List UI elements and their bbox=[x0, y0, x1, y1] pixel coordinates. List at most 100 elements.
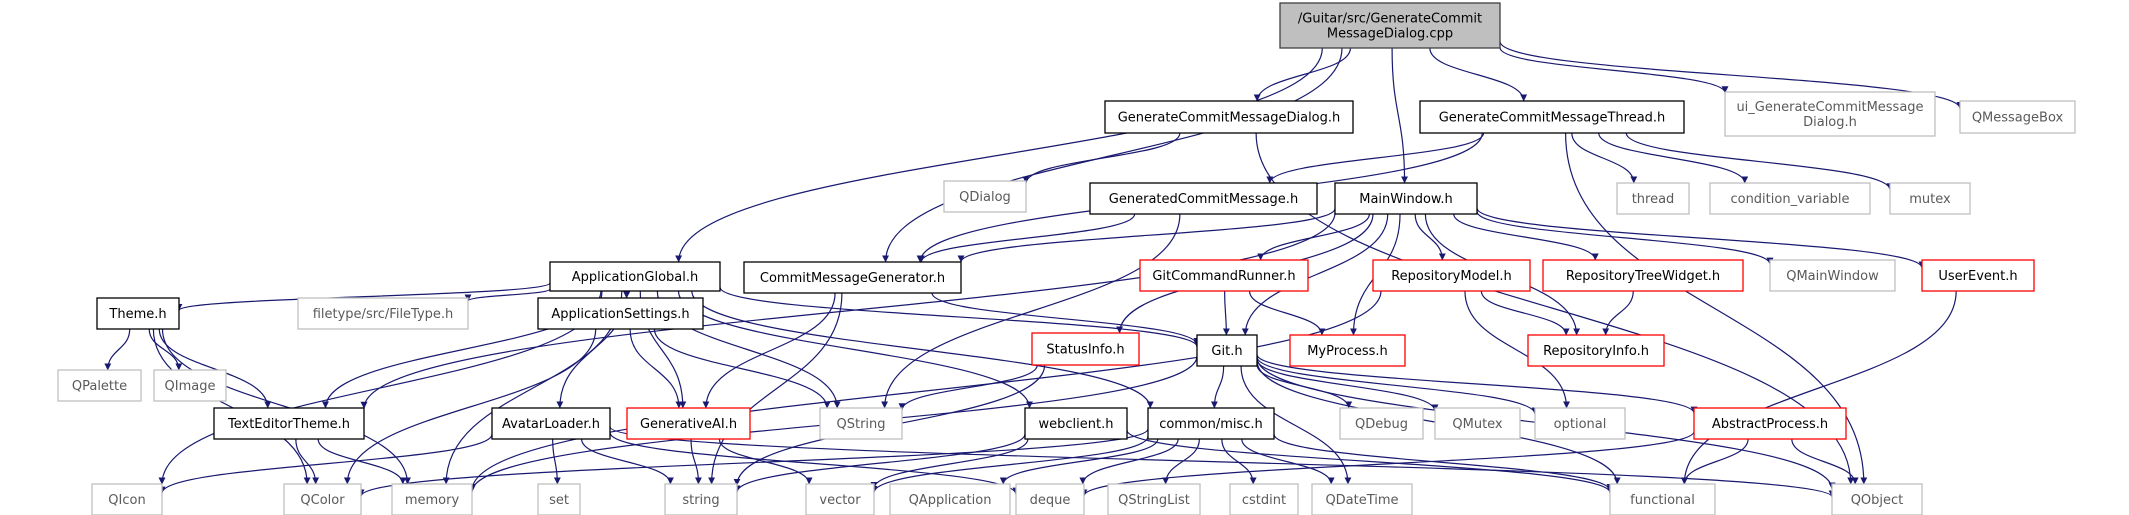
edge-misc_h-to-cstdint bbox=[1221, 438, 1257, 485]
node-gitcmdrunner_h[interactable]: GitCommandRunner.h bbox=[1139, 259, 1309, 292]
node-label-repomodel_h: RepositoryModel.h bbox=[1391, 269, 1512, 284]
node-qimage: QImage bbox=[153, 369, 227, 402]
node-box-qobject bbox=[1831, 483, 1923, 515]
node-mainwindow_h[interactable]: MainWindow.h bbox=[1334, 182, 1478, 215]
edge-repomodel_h-to-memory bbox=[468, 290, 1382, 492]
edge-mainwindow_h-to-gitcmdrunner_h bbox=[1257, 213, 1370, 261]
node-webclient_h[interactable]: webclient.h bbox=[1024, 407, 1128, 440]
edge-gcmt_h-to-condvar bbox=[1598, 132, 1749, 184]
node-ui_gcmd: ui_GenerateCommitMessageDialog.h bbox=[1724, 91, 1936, 137]
node-label-memory: memory bbox=[405, 493, 460, 508]
node-statusinfo_h[interactable]: StatusInfo.h bbox=[1031, 332, 1140, 366]
edge-generativeai_h-to-string bbox=[690, 438, 702, 485]
node-qmessagebox: QMessageBox bbox=[1959, 100, 2076, 134]
node-box-vector bbox=[805, 483, 875, 515]
node-label-qdebug: QDebug bbox=[1355, 417, 1408, 432]
node-gencm_h[interactable]: GeneratedCommitMessage.h bbox=[1089, 182, 1318, 215]
node-appsettings_h[interactable]: ApplicationSettings.h bbox=[537, 297, 704, 330]
node-box-misc_h bbox=[1147, 407, 1275, 440]
node-label-qpalette: QPalette bbox=[72, 379, 127, 394]
nodes-layer: /Guitar/src/GenerateCommitMessageDialog.… bbox=[57, 2, 2076, 515]
node-condvar: condition_variable bbox=[1709, 182, 1871, 215]
node-misc_h[interactable]: common/misc.h bbox=[1147, 407, 1275, 440]
edge-webclient_h-to-functional bbox=[1126, 429, 1614, 494]
node-label-functional: functional bbox=[1630, 493, 1695, 508]
node-gcmt_h[interactable]: GenerateCommitMessageThread.h bbox=[1419, 100, 1685, 134]
node-avatarloader_h[interactable]: AvatarLoader.h bbox=[491, 407, 611, 440]
edge-appsettings_h-to-generativeai_h bbox=[629, 328, 683, 409]
node-box-ui_gcmd bbox=[1724, 91, 1936, 137]
node-label-qmainwindow: QMainWindow bbox=[1786, 269, 1879, 284]
node-git_h[interactable]: Git.h bbox=[1196, 334, 1258, 367]
node-cmg_h[interactable]: CommitMessageGenerator.h bbox=[743, 261, 962, 294]
edge-abstractprocess_h-to-qobject bbox=[1791, 438, 1859, 485]
node-theme_h[interactable]: Theme.h bbox=[96, 297, 180, 330]
node-box-repomodel_h bbox=[1372, 259, 1531, 292]
node-label-mainwindow_h: MainWindow.h bbox=[1359, 192, 1452, 207]
node-label-theme_h: Theme.h bbox=[108, 307, 166, 322]
node-label-thread: thread bbox=[1632, 192, 1675, 207]
node-generativeai_h[interactable]: GenerativeAI.h bbox=[626, 407, 751, 440]
edge-repomodel_h-to-optional bbox=[1464, 290, 1571, 409]
node-qmutex: QMutex bbox=[1434, 407, 1521, 440]
node-label-root: MessageDialog.cpp bbox=[1327, 27, 1453, 42]
node-label-mutex: mutex bbox=[1909, 192, 1951, 207]
node-box-qmainwindow bbox=[1769, 259, 1896, 292]
edge-root-to-ui_gcmd bbox=[1499, 47, 1729, 94]
edge-avatarloader_h-to-qobject bbox=[609, 426, 1836, 498]
node-box-qmutex bbox=[1434, 407, 1521, 440]
node-box-mainwindow_h bbox=[1334, 182, 1478, 215]
edge-cmg_h-to-git_h bbox=[931, 292, 1201, 346]
node-qpalette: QPalette bbox=[57, 369, 142, 402]
edge-avatarloader_h-to-deque bbox=[609, 432, 1020, 495]
node-box-filetype_h bbox=[297, 297, 469, 330]
node-box-gcmd_h bbox=[1104, 100, 1354, 134]
node-label-condvar: condition_variable bbox=[1730, 192, 1849, 207]
edge-texteditortheme_h-to-qcolor bbox=[295, 438, 320, 485]
node-box-qstringlist bbox=[1107, 483, 1201, 515]
edge-theme_h-to-qimage bbox=[148, 328, 183, 371]
node-label-vector: vector bbox=[819, 493, 861, 508]
node-label-cstdint: cstdint bbox=[1242, 493, 1286, 508]
node-functional: functional bbox=[1609, 483, 1716, 515]
node-label-set: set bbox=[549, 493, 569, 508]
node-box-gitcmdrunner_h bbox=[1139, 259, 1309, 292]
node-userevent_h[interactable]: UserEvent.h bbox=[1921, 259, 2035, 292]
edge-mainwindow_h-to-qmainwindow bbox=[1476, 211, 1774, 265]
edge-appglobal_h-to-git_h bbox=[719, 286, 1201, 348]
node-texteditortheme_h[interactable]: TextEditorTheme.h bbox=[213, 407, 365, 440]
node-label-gcmd_h: GenerateCommitMessageDialog.h bbox=[1118, 111, 1341, 126]
node-box-generativeai_h bbox=[626, 407, 751, 440]
node-label-qobject: QObject bbox=[1851, 493, 1904, 508]
node-qdialog: QDialog bbox=[943, 180, 1027, 213]
node-repoinfo_h[interactable]: RepositoryInfo.h bbox=[1527, 334, 1665, 367]
edge-theme_h-to-qcolor bbox=[152, 328, 311, 485]
node-gcmd_h[interactable]: GenerateCommitMessageDialog.h bbox=[1104, 100, 1354, 134]
node-label-qdatetime: QDateTime bbox=[1325, 493, 1398, 508]
node-box-functional bbox=[1609, 483, 1716, 515]
node-box-qcolor bbox=[283, 483, 362, 515]
node-label-qdialog: QDialog bbox=[959, 190, 1011, 205]
node-label-qmutex: QMutex bbox=[1452, 417, 1503, 432]
node-appglobal_h[interactable]: ApplicationGlobal.h bbox=[549, 261, 721, 292]
edge-statusinfo_h-to-qstring bbox=[898, 364, 1038, 411]
node-box-repoinfo_h bbox=[1527, 334, 1665, 367]
node-label-optional: optional bbox=[1554, 417, 1607, 432]
node-qicon: QIcon bbox=[91, 483, 163, 515]
node-myprocess_h[interactable]: MyProcess.h bbox=[1289, 334, 1406, 367]
node-root[interactable]: /Guitar/src/GenerateCommitMessageDialog.… bbox=[1279, 2, 1501, 49]
edge-userevent_h-to-functional bbox=[1680, 290, 1957, 485]
node-box-qdebug bbox=[1339, 407, 1424, 440]
edge-mainwindow_h-to-userevent_h bbox=[1476, 207, 1926, 269]
node-qstringlist: QStringList bbox=[1107, 483, 1201, 515]
edge-misc_h-to-qdatetime bbox=[1241, 438, 1335, 485]
edge-root-to-mainwindow_h bbox=[1391, 47, 1409, 184]
node-label-qstring: QString bbox=[836, 417, 885, 432]
node-repotree_h[interactable]: RepositoryTreeWidget.h bbox=[1542, 259, 1744, 292]
node-box-repotree_h bbox=[1542, 259, 1744, 292]
node-repomodel_h[interactable]: RepositoryModel.h bbox=[1372, 259, 1531, 292]
node-label-cmg_h: CommitMessageGenerator.h bbox=[760, 271, 945, 286]
node-label-repotree_h: RepositoryTreeWidget.h bbox=[1566, 269, 1720, 284]
node-label-qmessagebox: QMessageBox bbox=[1972, 111, 2064, 126]
node-abstractprocess_h[interactable]: AbstractProcess.h bbox=[1693, 407, 1847, 440]
